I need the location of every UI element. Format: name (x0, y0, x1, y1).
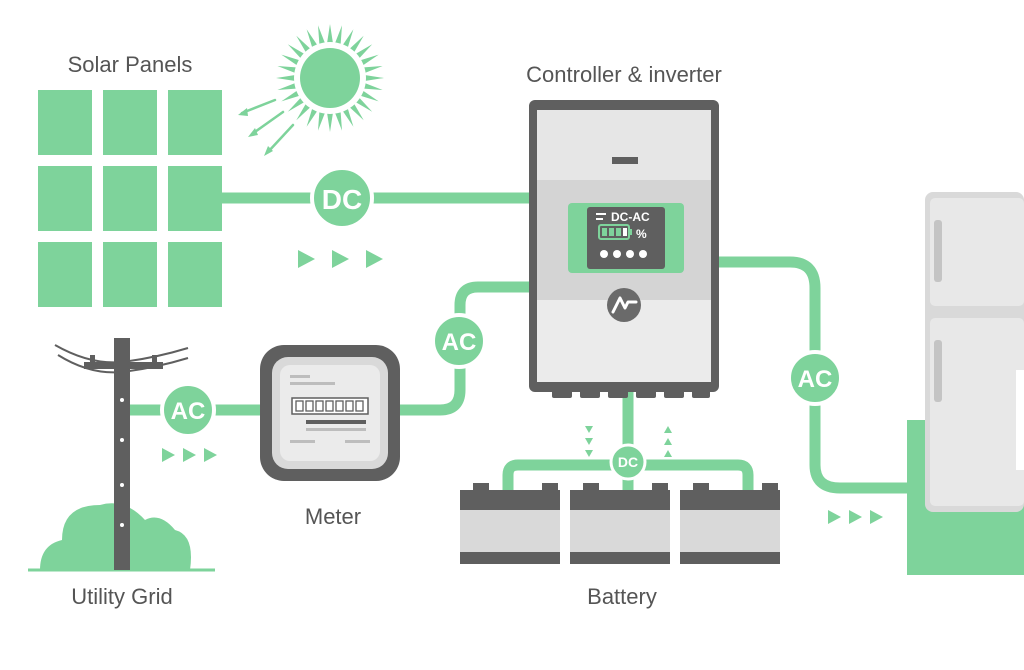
battery-bank (460, 483, 780, 564)
sun-ray (281, 54, 301, 67)
sun-ray (354, 44, 373, 60)
controller-inverter-unit: DC-AC % (529, 100, 719, 398)
svg-text:DC: DC (322, 184, 362, 215)
connection-lines (124, 192, 931, 496)
solar-cell (38, 242, 92, 307)
sun-icon (276, 24, 384, 132)
svg-text:DC: DC (618, 454, 638, 470)
ac-badge-grid: AC (160, 382, 216, 438)
sun-ray (359, 54, 379, 67)
sun-ray (287, 44, 306, 60)
solar-cell (38, 166, 92, 231)
utility-grid-label: Utility Grid (71, 584, 172, 609)
sun-ray (306, 29, 319, 49)
solar-panels-label: Solar Panels (68, 52, 193, 77)
utility-pole-icon (28, 338, 215, 572)
svg-text:AC: AC (171, 398, 206, 425)
sun-ray (287, 96, 306, 112)
solar-cell (103, 242, 157, 307)
inverter-buttons (600, 250, 647, 258)
sun-ray (296, 102, 312, 121)
sun-ray (277, 66, 298, 74)
sun-ray (318, 110, 326, 131)
sunlight-rays-icon (238, 98, 295, 156)
sun-ray (334, 25, 342, 46)
solar-cell (168, 242, 222, 307)
inverter-mode-text: DC-AC (611, 210, 650, 224)
inverter-logo-icon (607, 288, 641, 322)
battery-percent-unit: % (636, 227, 647, 241)
svg-text:AC: AC (798, 366, 833, 393)
sun-ray (281, 89, 301, 102)
sun-ray (362, 66, 383, 74)
sun-ray (362, 82, 383, 90)
solar-cell (103, 166, 157, 231)
dc-badge-solar: DC (310, 166, 374, 230)
home-appliance (907, 192, 1024, 575)
dc-badge-battery: DC (609, 443, 647, 481)
solar-cell (168, 90, 222, 155)
ac-badge-meter: AC (431, 313, 487, 369)
inverter-connectors (552, 386, 710, 398)
sun-ray (277, 82, 298, 90)
sun-ray (341, 107, 354, 127)
battery-level-icon (598, 224, 632, 240)
sun-ray (348, 35, 364, 54)
sun-ray (359, 89, 379, 102)
battery-flow-arrows (585, 426, 672, 457)
battery-label: Battery (587, 584, 657, 609)
flow-arrows-grid (162, 448, 217, 462)
solar-cell (38, 90, 92, 155)
solar-panel-array (38, 90, 222, 307)
sun-ray (334, 110, 342, 131)
meter-label: Meter (305, 504, 361, 529)
solar-cell (168, 166, 222, 231)
electric-meter-icon (260, 345, 400, 481)
controller-label: Controller & inverter (526, 62, 722, 87)
svg-text:AC: AC (442, 329, 477, 356)
ac-badge-load: AC (787, 350, 843, 406)
battery-unit (680, 483, 780, 564)
sun-ray (341, 29, 354, 49)
flow-arrows-load (828, 510, 883, 524)
battery-unit (460, 483, 560, 564)
sun-ray (326, 111, 334, 132)
sun-ray (326, 24, 334, 45)
sun-ray (348, 102, 364, 121)
solar-cell (103, 90, 157, 155)
sun-ray (276, 74, 297, 82)
sun-ray (363, 74, 384, 82)
sun-ray (354, 96, 373, 112)
sun-ray (306, 107, 319, 127)
flow-arrows-solar (298, 250, 383, 268)
sun-ray (296, 35, 312, 54)
battery-unit (570, 483, 670, 564)
sun-ray (318, 25, 326, 46)
